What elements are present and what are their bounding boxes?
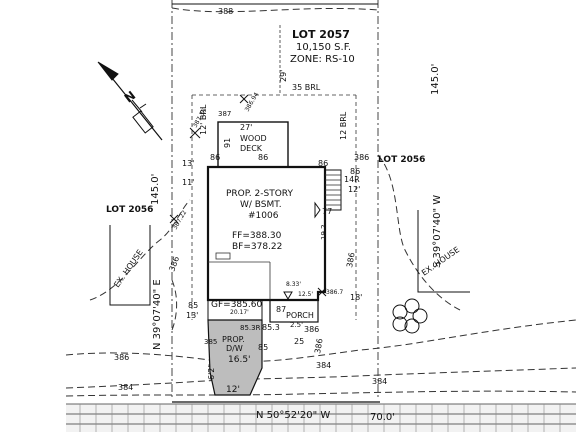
deck-line2: DECK — [240, 144, 263, 153]
house-bf: BF=378.22 — [232, 242, 282, 252]
existing-house-right-shape — [417, 210, 470, 293]
dim-2-5: 2.5' — [290, 321, 303, 329]
contour-387: 387 — [218, 110, 231, 118]
dim-87: 87 — [276, 305, 286, 314]
north-arrow-icon — [97, 61, 163, 141]
bearing-west: N 39°07'40" E — [152, 279, 163, 350]
dim-6-2: 6'2" — [207, 364, 216, 380]
house-line1: PROP. 2-STORY — [226, 189, 293, 199]
dim-145-west: 145.0' — [150, 174, 161, 205]
contour-385: 385 — [204, 338, 217, 346]
dim-85a: 85 — [188, 301, 198, 310]
dim-27: 27' — [240, 123, 252, 132]
dim-13: 13' — [182, 159, 194, 168]
house-line2: W/ BSMT. — [240, 200, 282, 210]
elevation-marker — [283, 291, 293, 301]
lot-zone: ZONE: RS-10 — [290, 54, 355, 65]
dim-77: 77 — [322, 207, 332, 216]
lot-west-label: LOT 2056 — [106, 205, 153, 215]
dim-86z: 86 — [350, 167, 360, 176]
dim-11: 11' — [182, 178, 194, 187]
dim-85c: 85.3 — [262, 323, 280, 332]
spot-386-94: 386.94 — [244, 91, 261, 113]
dim-86c: 86 — [318, 159, 328, 168]
property-lines — [171, 0, 380, 403]
north-arrow-label: N — [122, 88, 139, 105]
contour-386b: 386 — [354, 153, 369, 162]
dim-12brl-west: 12' BRL — [199, 104, 208, 135]
dim-12: 12' — [348, 185, 360, 194]
contour-386f: 386 — [313, 338, 325, 355]
dim-86a: 86 — [210, 153, 220, 162]
contour-386c: 386 — [345, 252, 357, 269]
tree-icon — [392, 298, 428, 334]
contour-384b: 384 — [316, 361, 331, 370]
driveway-width: 16.5' — [228, 355, 251, 365]
street — [66, 403, 576, 432]
spot-387-22: 387.22 — [172, 209, 189, 231]
porch-shape — [269, 299, 319, 323]
dim-14r: 14R — [344, 175, 360, 184]
driveway-line1: PROP. — [222, 335, 245, 344]
dim-13b: 13' — [186, 311, 198, 320]
dim-145-east: 145.0' — [430, 64, 441, 95]
dim-18: 18' — [350, 293, 362, 302]
lot-title: LOT 2057 — [292, 28, 350, 41]
stairs — [324, 169, 342, 211]
contour-386d: 386 — [114, 353, 129, 362]
driveway-line2: D/W — [226, 344, 243, 353]
bearing-east: S 39°07'40" W — [432, 195, 443, 268]
dim-25: 25 — [294, 337, 304, 346]
contour-384c: 384 — [372, 377, 387, 386]
elevation-marker-side — [314, 201, 321, 219]
porch-label: PORCH — [286, 311, 314, 320]
dim-12brl-east: 12 BRL — [339, 111, 348, 140]
existing-house-left-shape — [109, 225, 151, 306]
contour-386e: 386 — [304, 325, 319, 334]
driveway-bottom: 12' — [226, 385, 240, 395]
deck-line1: WOOD — [240, 134, 267, 143]
house-gf: GF=385.60 — [211, 300, 262, 310]
dim-35brl: 35 BRL — [292, 83, 321, 92]
setback-lines — [191, 25, 357, 320]
house-line3: #1006 — [248, 211, 279, 221]
spot-386-7: 386.7 — [326, 289, 343, 296]
dim-8-33: 8.33' — [286, 281, 301, 288]
house-ff: FF=388.30 — [232, 231, 282, 241]
dim-85-3: 85.3R — [240, 324, 261, 332]
ex-house-left: EX. HOUSE — [112, 248, 145, 289]
contour-384a: 384 — [118, 383, 133, 392]
contour-388: 388 — [218, 7, 233, 16]
labels: LOT 2057 10,150 S.F. ZONE: RS-10 LOT 205… — [106, 7, 461, 423]
dim-29: 29' — [279, 70, 288, 82]
spot-marks — [169, 94, 327, 297]
contour-lines — [65, 7, 576, 397]
bearing-south: N 50°52'20" W — [256, 410, 330, 421]
dim-20: 20.17' — [230, 309, 249, 316]
dim-70: 70.0' — [370, 412, 395, 423]
lot-area: 10,150 S.F. — [296, 42, 351, 53]
dim-12-5: 12.5' — [298, 291, 313, 298]
dim-86b: 86 — [258, 153, 268, 162]
dim-19-2: 19.2 — [320, 224, 328, 240]
dim-85b: 85 — [258, 343, 268, 352]
contour-386a: 386 — [167, 255, 181, 272]
dim-91: 91 — [223, 138, 232, 148]
lot-east-label: LOT 2056 — [378, 155, 425, 165]
